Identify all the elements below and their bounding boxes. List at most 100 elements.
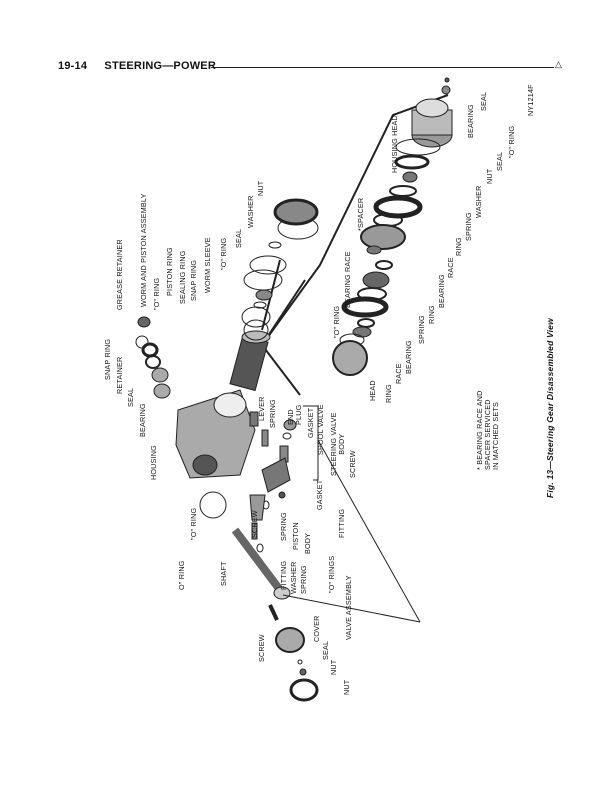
bearing-race-part [362, 271, 390, 289]
label-shaft: SHAFT [219, 561, 228, 586]
end-plug-part [283, 419, 297, 431]
label-gasket: GASKET [315, 479, 324, 510]
bracket-line [260, 94, 449, 396]
label-seal: SEAL [321, 640, 330, 660]
retainer-part [141, 342, 159, 358]
o-ring-part [249, 255, 287, 275]
worm-sleeve-part [255, 289, 273, 301]
label-screw: SCREW [250, 510, 259, 538]
label-worm-sleeve: WORM SLEEVE [203, 237, 212, 293]
label-seal: SEAL [479, 91, 488, 111]
label-housing: HOUSING [149, 445, 158, 480]
seal-part [444, 77, 450, 83]
label-seal: SEAL [126, 387, 135, 407]
section-title: STEERING—POWER [104, 60, 216, 72]
spring-part [373, 195, 423, 219]
label-nut: NUT [256, 180, 265, 196]
housing-head-part [411, 98, 453, 148]
snap-ring-part [253, 301, 267, 309]
label-valve-assembly: VALVE ASSEMBLY [344, 575, 353, 640]
cover-part [275, 627, 305, 653]
spacer-part [360, 224, 406, 250]
label-screw: SCREW [348, 450, 357, 478]
label-head: HEAD [368, 380, 377, 401]
race-part [366, 245, 382, 255]
label-spring: SPRING [299, 565, 308, 594]
page-number: 19-14 [58, 60, 88, 72]
label-bearing: BEARING [466, 104, 475, 138]
label-washer: WASHER [474, 185, 483, 218]
seal-part [145, 355, 161, 369]
label-screw: SCREW [257, 634, 266, 662]
label-spacer: *SPACER [356, 197, 365, 231]
label-o-ring: "O" RING [332, 305, 341, 338]
gasket-part [282, 432, 292, 440]
bearing-part [153, 383, 171, 399]
valve-assembly-leader [282, 594, 421, 623]
label-worm-piston: WORM AND PISTON ASSEMBLY [139, 193, 148, 307]
spring-part [341, 296, 389, 318]
worm-piston-part [229, 259, 281, 392]
body-part [249, 494, 266, 521]
label-spring: SPRING [279, 512, 288, 541]
steering-valve-body-part [261, 457, 291, 493]
seal-part [394, 154, 430, 170]
label-o-ring: "O" RING [219, 237, 228, 270]
label-ring: RING [384, 384, 393, 403]
page-header: 19-14 STEERING—POWER [58, 60, 216, 72]
label-o-rings: "O" RINGS [327, 555, 336, 593]
figure-id: NY1214F [526, 84, 535, 116]
nut-part [273, 198, 319, 226]
grease-retainer-part [137, 316, 151, 328]
label-bearing: BEARING [138, 403, 147, 437]
nut-part [402, 171, 418, 183]
o-ring-part [243, 269, 283, 291]
race-part [352, 326, 372, 338]
valve-bracket [303, 405, 319, 481]
label-ring: RING [427, 305, 436, 324]
washer-part [256, 543, 264, 553]
label-bearing: BEARING [404, 340, 413, 374]
label-spring: SPRING [417, 315, 426, 344]
head-part [332, 340, 368, 376]
label-o-ring: "O" RING [152, 277, 161, 310]
label-sealing-ring: SEALING RING [178, 250, 187, 304]
label-bearing: BEARING [437, 274, 446, 308]
figure-caption: Fig. 13—Steering Gear Disassembled View [545, 318, 555, 498]
label-lever: LEVER [257, 396, 266, 421]
label-nut: NUT [329, 659, 338, 675]
label-fitting: FITTING [279, 560, 288, 590]
valve-assembly-leader [317, 439, 421, 623]
label-retainer: RETAINER [115, 356, 124, 394]
housing-part [175, 389, 256, 479]
screw-part [268, 604, 279, 621]
seal-part [268, 241, 282, 249]
nut-part [289, 678, 319, 702]
label-housing-head: HOUSING HEAD [390, 115, 399, 173]
label-seal: SEAL [234, 228, 243, 248]
seal-part [297, 659, 303, 665]
washer-part [389, 185, 417, 197]
label-snap-ring: SNAP RING [103, 338, 112, 380]
label-body: BODY [303, 532, 312, 554]
label-snap-ring: SNAP RING [189, 259, 198, 301]
label-seal: SEAL [495, 151, 504, 171]
bearing-part [375, 260, 393, 270]
bearing-part [441, 85, 451, 95]
label-ring: RING [454, 237, 463, 256]
label-race: RACE [394, 363, 403, 384]
bracket-line [261, 279, 306, 346]
nut-part [299, 668, 307, 676]
bearing-part [151, 367, 169, 383]
triangle-marker-icon: △ [555, 59, 562, 69]
label-fitting: FITTING [337, 508, 346, 538]
label-spool-valve: SPOOL VALVE [316, 404, 325, 455]
label-spring: SPRING [268, 399, 277, 428]
label-o-ring: O" RING [177, 560, 186, 590]
label-bearing-race: *BEARING RACE [343, 251, 352, 311]
label-piston: PISTON [291, 522, 300, 550]
